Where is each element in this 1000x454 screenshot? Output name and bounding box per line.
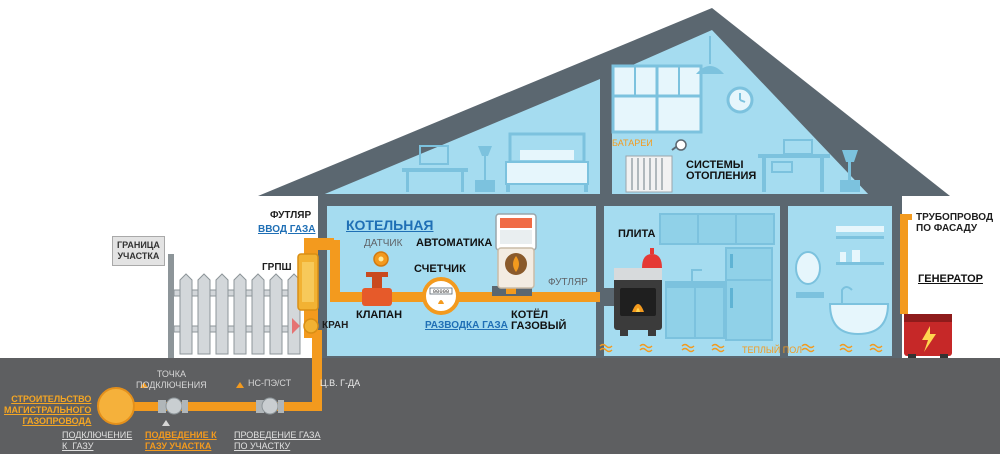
left-wall-inner: [318, 196, 327, 360]
right-wall-outer: [892, 196, 902, 360]
underground-pipe: [97, 330, 322, 426]
site-supply-label: ПОДВЕДЕНИЕ К ГАЗУ УЧАСТКА: [145, 430, 217, 451]
valve-icon: [292, 318, 319, 334]
bathroom-furniture: [795, 226, 890, 336]
site-gas-routing-label: ПРОВЕДЕНИЕ ГАЗА ПО УЧАСТКУ: [234, 430, 321, 451]
lamp-icon: [475, 146, 495, 192]
generator-label: ГЕНЕРАТОР: [918, 273, 983, 285]
ns-pe-st-label: НС-ПЭ/СТ: [248, 378, 292, 388]
fridge-icon: [725, 247, 773, 341]
clock-icon: [726, 86, 754, 114]
radiators-label: БАТАРЕИ: [612, 138, 653, 148]
underfloor-heating: [599, 343, 883, 353]
bathtub-icon: [828, 286, 890, 336]
gas-distribution-label: РАЗВОДКА ГАЗА: [425, 320, 508, 331]
meter-digits: 00000: [433, 288, 450, 295]
fence: [168, 254, 301, 358]
sink-icon: [665, 269, 725, 339]
roof: [258, 8, 950, 196]
boiler-room: [326, 206, 596, 356]
stove-label: ПЛИТА: [618, 228, 656, 240]
connection-point-valve: [158, 397, 188, 415]
meter-label: СЧЕТЧИК: [414, 263, 466, 275]
main-pipe-node-icon: [97, 387, 135, 425]
boiler-room-title: КОТЕЛЬНАЯ: [346, 217, 434, 233]
tv-icon: [402, 145, 468, 192]
gas-connection-label: ПОДКЛЮЧЕНИЕ К ГАЗУ: [62, 430, 133, 451]
main-pipeline-label: СТРОИТЕЛЬСТВО МАГИСТРАЛЬНОГО ГАЗОПРОВОДА: [4, 394, 92, 426]
facade-pipe-label: ТРУБОПРОВОД ПО ФАСАДУ: [916, 212, 994, 234]
ceiling-lamp-icon: [696, 36, 724, 74]
boiler-icon: [495, 213, 537, 289]
grpsh-label: ГРПШ: [262, 262, 292, 273]
connection-point-label: ТОЧКА ПОДКЛЮЧЕНИЯ: [136, 369, 207, 390]
valve-label: КЛАПАН: [356, 309, 403, 321]
sensor-label: ДАТЧИК: [364, 238, 403, 249]
boundary-label: ГРАНИЦА УЧАСТКА: [112, 236, 165, 266]
tap-label: КРАН: [322, 320, 349, 331]
gas-boiler-label: КОТЁЛ ГАЗОВЫЙ: [511, 309, 567, 332]
underfloor-heating-label: ТЕПЛЫЙ ПОЛ: [742, 345, 803, 355]
cv-label: Ц.В. Г-ДА: [320, 378, 361, 388]
kitchen-furniture: [659, 213, 775, 341]
sensor-icon: [373, 251, 389, 267]
automation-label: АВТОМАТИКА: [416, 237, 493, 249]
bed-icon: [505, 132, 589, 192]
gas-entry: [292, 238, 334, 338]
gas-input-label: ВВОД ГАЗА: [258, 224, 316, 235]
facade-pipe: [900, 214, 912, 314]
radiator-icon: [625, 139, 687, 193]
ns-pe-st-joint: [256, 397, 284, 415]
valve-icon: [362, 272, 392, 306]
boundary-text: ГРАНИЦА УЧАСТКА: [117, 240, 160, 261]
attic-furniture: [402, 36, 860, 192]
sleeve-label-right: ФУТЛЯР: [548, 277, 588, 288]
stove-icon: [614, 268, 662, 336]
gas-meter-icon: 00000: [422, 277, 460, 315]
sleeve-label-top: ФУТЛЯР: [270, 210, 312, 221]
heating-systems-label: СИСТЕМЫ ОТОПЛЕНИЯ: [686, 159, 757, 182]
kettle-icon: [642, 248, 662, 268]
generator-icon: [904, 314, 952, 358]
window-icon: [611, 64, 703, 134]
mirror-icon: [795, 251, 821, 285]
desk-icon: [758, 139, 860, 192]
